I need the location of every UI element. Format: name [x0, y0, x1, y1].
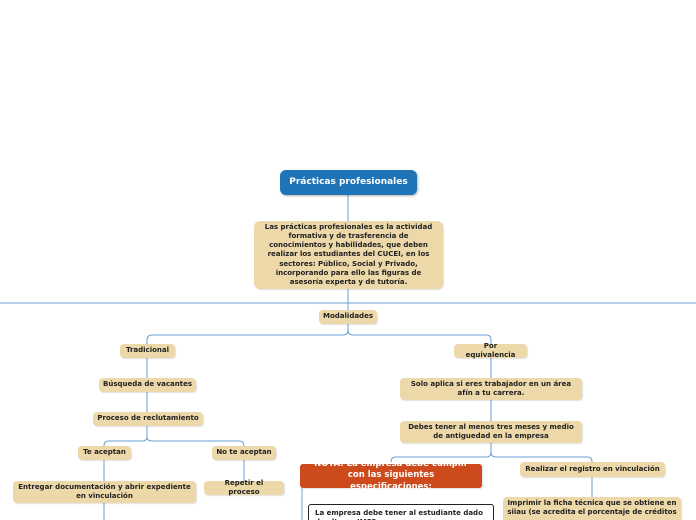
busqueda-label: Búsqueda de vacantes: [103, 380, 192, 389]
topic-antiguedad[interactable]: Debes tener al menos tres meses y medio …: [400, 421, 582, 443]
topic-nota-empresa[interactable]: NOTA: La empresa debe cumplir con las si…: [300, 459, 482, 492]
topic-imprimir-ficha[interactable]: Imprimir la ficha técnica que se obtiene…: [503, 497, 681, 520]
reclutamiento-label: Proceso de reclutamiento: [97, 414, 199, 423]
topic-por-equivalencia[interactable]: Por equivalencia: [454, 341, 527, 359]
topic-nota-detalle[interactable]: La empresa debe tener al estudiante dado…: [308, 504, 494, 520]
topic-entregar-documentacion[interactable]: Entregar documentación y abrir expedient…: [13, 481, 196, 503]
topic-description[interactable]: Las prácticas profesionales es la activi…: [254, 221, 443, 289]
nota-empresa-label: NOTA: La empresa debe cumplir con las si…: [314, 459, 468, 492]
imprimir-ficha-label: Imprimir la ficha técnica que se obtiene…: [507, 499, 677, 517]
description-text: Las prácticas profesionales es la activi…: [264, 223, 433, 286]
topic-busqueda-vacantes[interactable]: Búsqueda de vacantes: [99, 378, 196, 392]
modalidades-label: Modalidades: [323, 312, 373, 321]
topic-te-aceptan[interactable]: Te aceptan: [78, 446, 131, 460]
central-topic-practicas[interactable]: Prácticas profesionales: [280, 170, 417, 195]
registro-vinculacion-label: Realizar el registro en vinculación: [525, 464, 660, 473]
topic-registro-vinculacion[interactable]: Realizar el registro en vinculación: [520, 462, 665, 477]
por-equivalencia-label: Por equivalencia: [465, 341, 516, 359]
topic-solo-trabajador[interactable]: Solo aplica si eres trabajador en un áre…: [400, 378, 582, 400]
tradicional-label: Tradicional: [125, 346, 170, 355]
nota-detalle-label: La empresa debe tener al estudiante dado…: [315, 509, 483, 520]
topic-proceso-reclutamiento[interactable]: Proceso de reclutamiento: [93, 412, 203, 426]
central-topic-label: Prácticas profesionales: [289, 176, 408, 187]
topic-no-te-aceptan[interactable]: No te aceptan: [212, 446, 276, 460]
solo-trabajador-label: Solo aplica si eres trabajador en un áre…: [410, 379, 572, 397]
entregar-documentacion-label: Entregar documentación y abrir expedient…: [18, 482, 191, 500]
repetir-proceso-label: Repetir el proceso: [224, 478, 264, 496]
antiguedad-label: Debes tener al menos tres meses y medio …: [408, 422, 574, 440]
topic-repetir-proceso[interactable]: Repetir el proceso: [204, 478, 284, 496]
topic-modalidades[interactable]: Modalidades: [319, 310, 377, 324]
no-te-aceptan-label: No te aceptan: [216, 448, 272, 457]
te-aceptan-label: Te aceptan: [83, 448, 126, 457]
topic-tradicional[interactable]: Tradicional: [120, 344, 175, 358]
